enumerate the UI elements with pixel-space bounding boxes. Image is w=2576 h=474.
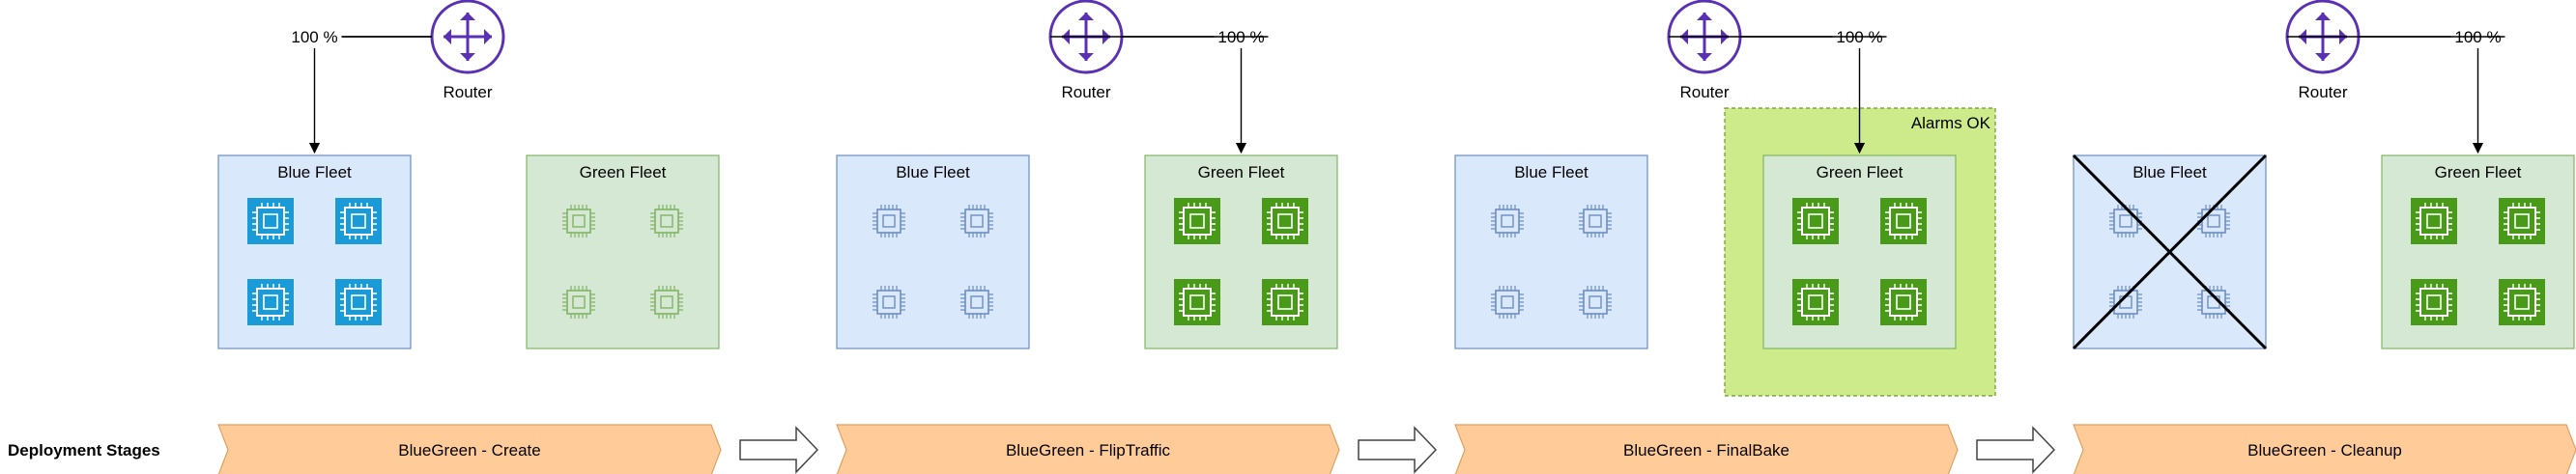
compute-instance-icon xyxy=(2411,279,2457,325)
compute-instance-icon xyxy=(562,205,595,237)
stage-flow-arrow xyxy=(739,426,819,474)
stage-shape xyxy=(217,424,722,474)
compute-instance-icon xyxy=(562,286,595,319)
router-label: Router xyxy=(1679,83,1729,101)
green-fleet-label: Green Fleet xyxy=(2435,163,2522,181)
fleet-box xyxy=(1144,154,1338,349)
compute-instance-icon xyxy=(2499,279,2545,325)
compute-instance-icon xyxy=(650,205,683,237)
deployment-stages-label: Deployment Stages xyxy=(8,441,160,460)
compute-instance-icon xyxy=(960,205,993,237)
blue-fleet: Blue Fleet xyxy=(836,154,1030,349)
stage-bar: BlueGreen - FinalBake xyxy=(1454,424,1959,474)
compute-instance-icon xyxy=(335,279,382,325)
traffic-percent-label: 100 % xyxy=(291,28,337,46)
stage-bar: BlueGreen - FlipTraffic xyxy=(836,424,1340,474)
compute-instance-icon xyxy=(650,286,683,319)
compute-instance-icon xyxy=(873,205,905,237)
blue-fleet-label: Blue Fleet xyxy=(2132,163,2207,181)
fleet-box xyxy=(526,154,720,349)
router-label: Router xyxy=(1061,83,1110,101)
fleet-box xyxy=(1454,154,1648,349)
stage-bar: BlueGreen - Cleanup xyxy=(2073,424,2576,474)
compute-instance-icon xyxy=(1792,198,1839,244)
stage-panel-3: Alarms OK Blue Fleet Green Fleet Router 100 … xyxy=(1454,0,2056,474)
traffic-percent-label: 100 % xyxy=(1217,28,1264,46)
compute-instance-icon xyxy=(1491,205,1524,237)
stage-shape xyxy=(1454,424,1959,474)
stage-label: BlueGreen - Cleanup xyxy=(2247,441,2402,460)
blue-fleet: Blue Fleet xyxy=(1454,154,1648,349)
stage-shape xyxy=(2073,424,2576,474)
green-fleet: Green Fleet xyxy=(2381,154,2575,349)
alarms-ok-label: Alarms OK xyxy=(1911,114,1991,132)
compute-instance-icon xyxy=(960,286,993,319)
compute-instance-icon xyxy=(2499,198,2545,244)
green-fleet: Green Fleet xyxy=(1144,154,1338,349)
traffic-percent-label: 100 % xyxy=(1836,28,1882,46)
fleet-box xyxy=(217,154,412,349)
stage-shape xyxy=(836,424,1340,474)
green-fleet-label: Green Fleet xyxy=(1817,163,1903,181)
fleet-box xyxy=(2381,154,2575,349)
compute-instance-icon xyxy=(247,279,294,325)
compute-instance-icon xyxy=(1880,279,1927,325)
stage-panel-4: Blue Fleet Green Fleet Router 100 % BlueGree… xyxy=(2072,0,2576,474)
green-fleet: Green Fleet xyxy=(1762,154,1957,349)
stage-label: BlueGreen - FinalBake xyxy=(1623,441,1789,460)
traffic-percent-label: 100 % xyxy=(2454,28,2501,46)
compute-instance-icon xyxy=(1174,279,1220,325)
stage-panel-2: Blue Fleet Green Fleet Router 100 % BlueGree… xyxy=(836,0,1438,474)
fleet-box xyxy=(1762,154,1957,349)
stage-label: BlueGreen - FlipTraffic xyxy=(1006,441,1171,460)
removed-cross-icon xyxy=(2072,153,2268,350)
stage-bar: BlueGreen - Create xyxy=(217,424,722,474)
green-fleet-label: Green Fleet xyxy=(580,163,667,181)
router-icon xyxy=(430,0,505,74)
compute-instance-icon xyxy=(1792,279,1839,325)
compute-instance-icon xyxy=(1174,198,1220,244)
compute-instance-icon xyxy=(2411,198,2457,244)
compute-instance-icon xyxy=(1880,198,1927,244)
stage-label: BlueGreen - Create xyxy=(398,441,540,460)
blue-fleet: Blue Fleet xyxy=(217,154,412,349)
compute-instance-icon xyxy=(335,198,382,244)
blue-fleet-label: Blue Fleet xyxy=(1514,163,1589,181)
stage-flow-arrow xyxy=(1358,426,1438,474)
green-fleet-label: Green Fleet xyxy=(1198,163,1285,181)
router-label: Router xyxy=(443,83,492,101)
stage-flow-arrow xyxy=(1976,426,2056,474)
compute-instance-icon xyxy=(247,198,294,244)
blue-fleet-label: Blue Fleet xyxy=(896,163,970,181)
fleet-box xyxy=(836,154,1030,349)
green-fleet: Green Fleet xyxy=(526,154,720,349)
compute-instance-icon xyxy=(1262,279,1308,325)
compute-instance-icon xyxy=(873,286,905,319)
compute-instance-icon xyxy=(1262,198,1308,244)
router-label: Router xyxy=(2298,83,2347,101)
blue-fleet-label: Blue Fleet xyxy=(277,163,352,181)
compute-instance-icon xyxy=(1579,205,1612,237)
compute-instance-icon xyxy=(1491,286,1524,319)
compute-instance-icon xyxy=(1579,286,1612,319)
stage-panel-1: Blue Fleet Green Fleet Router 100 % BlueGree… xyxy=(217,0,819,474)
